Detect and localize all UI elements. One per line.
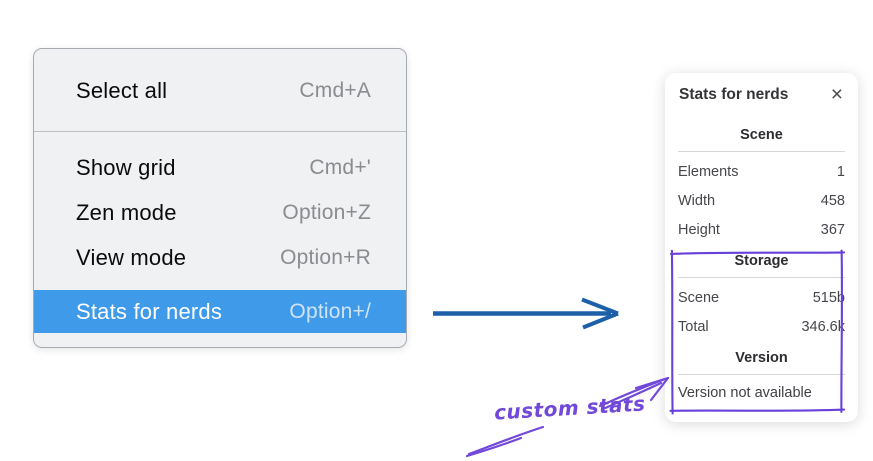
menu-item-show-grid[interactable]: Show grid Cmd+' (34, 145, 406, 190)
section-version: Version Version not available (678, 349, 845, 403)
stat-row-total-storage: Total 346.6k (678, 312, 845, 341)
stat-row-elements: Elements 1 (678, 157, 845, 186)
section-storage: Storage Scene 515b Total 346.6k (678, 252, 845, 341)
context-menu: Select all Cmd+A Show grid Cmd+' Zen mod… (33, 48, 407, 348)
menu-item-shortcut: Option+Z (282, 200, 371, 224)
stat-value: 1 (836, 163, 845, 180)
stat-value: 458 (820, 192, 845, 209)
stat-row-height: Height 367 (678, 215, 845, 244)
close-icon[interactable]: × (830, 83, 843, 106)
stat-label: Elements (678, 163, 739, 180)
menu-divider (34, 131, 406, 132)
section-divider (678, 151, 845, 152)
menu-item-label: Zen mode (76, 199, 177, 225)
menu-item-stats-for-nerds[interactable]: Stats for nerds Option+/ (34, 290, 406, 333)
stats-panel: Stats for nerds × Scene Elements 1 Width… (665, 73, 858, 422)
stat-value: 367 (820, 221, 845, 238)
menu-item-shortcut: Option+/ (289, 299, 371, 323)
menu-item-label: Select all (76, 77, 168, 103)
stat-value: 515b (812, 289, 845, 306)
menu-item-zen-mode[interactable]: Zen mode Option+Z (34, 190, 406, 235)
annotation-underline-icon (465, 425, 545, 458)
stats-panel-body: Scene Elements 1 Width 458 Height 367 St… (665, 126, 858, 403)
section-scene: Scene Elements 1 Width 458 Height 367 (678, 126, 845, 244)
highlight-box (669, 249, 846, 415)
section-title: Version (735, 350, 788, 366)
stat-label: Height (678, 221, 720, 238)
menu-item-label: Show grid (76, 154, 176, 180)
menu-item-label: View mode (76, 244, 187, 270)
stat-label: Scene (678, 289, 720, 306)
section-divider (678, 277, 845, 278)
flow-arrow-icon (433, 297, 619, 330)
menu-item-shortcut: Option+R (280, 245, 371, 269)
stat-value: 346.6k (801, 318, 845, 335)
stat-label: Width (678, 192, 716, 209)
annotation-arrow-icon (598, 376, 670, 411)
stats-panel-header: Stats for nerds × (665, 73, 858, 106)
stat-row-width: Width 458 (678, 186, 845, 215)
panel-title: Stats for nerds (679, 86, 789, 103)
menu-item-view-mode[interactable]: View mode Option+R (34, 235, 406, 280)
stat-row-scene-storage: Scene 515b (678, 283, 845, 312)
section-title: Storage (734, 253, 789, 269)
section-title: Scene (740, 127, 783, 143)
stat-label: Total (678, 318, 709, 335)
menu-item-label: Stats for nerds (76, 298, 223, 324)
section-divider (678, 374, 845, 375)
version-note: Version not available (678, 385, 812, 401)
menu-item-select-all[interactable]: Select all Cmd+A (34, 68, 406, 113)
menu-item-shortcut: Cmd+' (309, 155, 371, 179)
menu-item-shortcut: Cmd+A (299, 78, 371, 102)
